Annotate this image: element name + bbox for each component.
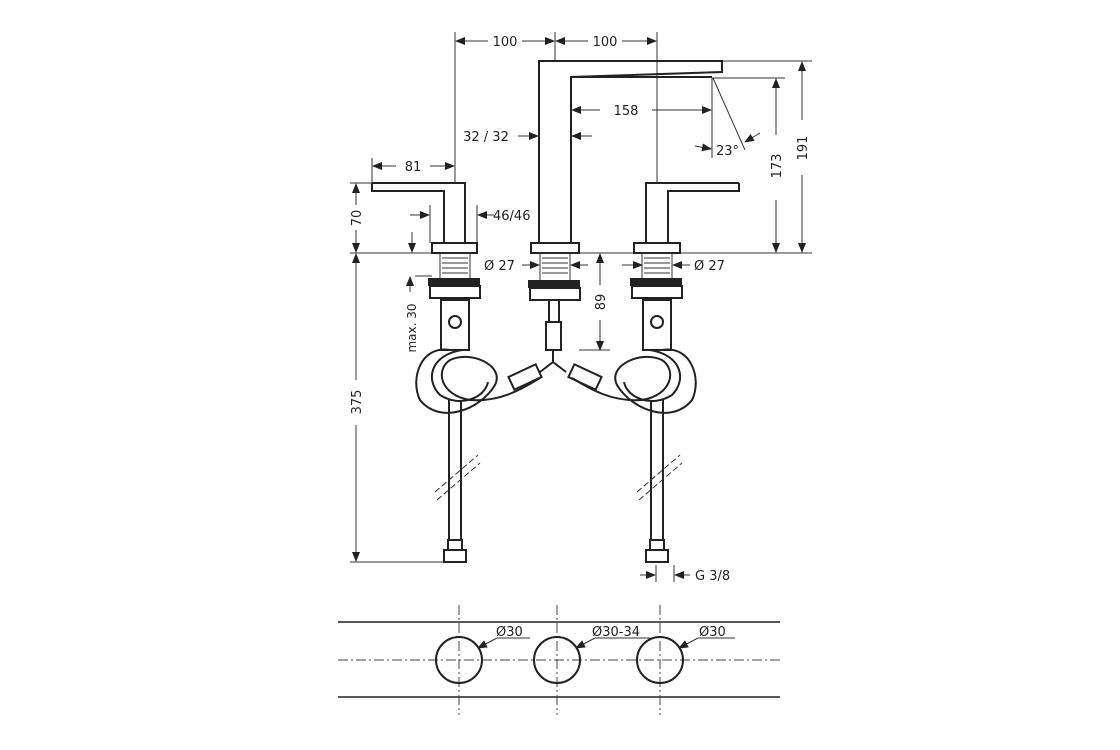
dim-spacing-right: 100 — [593, 35, 618, 50]
dim-shank-length: 89 — [594, 294, 609, 311]
deck-hole-right — [636, 636, 684, 684]
dim-spray-angle: 23° — [716, 144, 739, 159]
right-handle — [630, 182, 740, 351]
dim-connection: G 3/8 — [695, 569, 730, 584]
dim-thread-left: Ø 27 — [484, 259, 515, 274]
spout — [528, 60, 723, 373]
dim-spout-width: 32 / 32 — [463, 130, 509, 145]
deck-hole-left — [435, 636, 483, 684]
dim-max-deck: max. 30 — [405, 303, 419, 352]
dim-outlet-height: 173 — [770, 154, 785, 179]
dim-thread-right: Ø 27 — [694, 259, 725, 274]
dim-total-height: 191 — [796, 136, 811, 161]
deck-hole-right-label: Ø30 — [699, 625, 726, 640]
deck-hole-center-label: Ø30-34 — [592, 625, 640, 640]
deck-plan: Ø30 Ø30-34 Ø30 — [338, 605, 780, 715]
deck-hole-center — [533, 636, 581, 684]
dim-hose-length: 375 — [350, 390, 365, 415]
dimension-labels: 100 100 158 32 / 32 23° 173 191 81 70 46… — [350, 35, 811, 584]
dim-handle-height: 70 — [350, 210, 365, 227]
dim-handle-length: 81 — [405, 160, 422, 175]
deck-hole-left-label: Ø30 — [496, 625, 523, 640]
dim-handle-width: 46/46 — [493, 209, 530, 224]
dim-spacing-left: 100 — [493, 35, 518, 50]
hoses — [415, 348, 697, 563]
left-handle — [371, 182, 481, 351]
dim-spout-reach: 158 — [614, 104, 639, 119]
dimension-lines — [352, 37, 806, 582]
